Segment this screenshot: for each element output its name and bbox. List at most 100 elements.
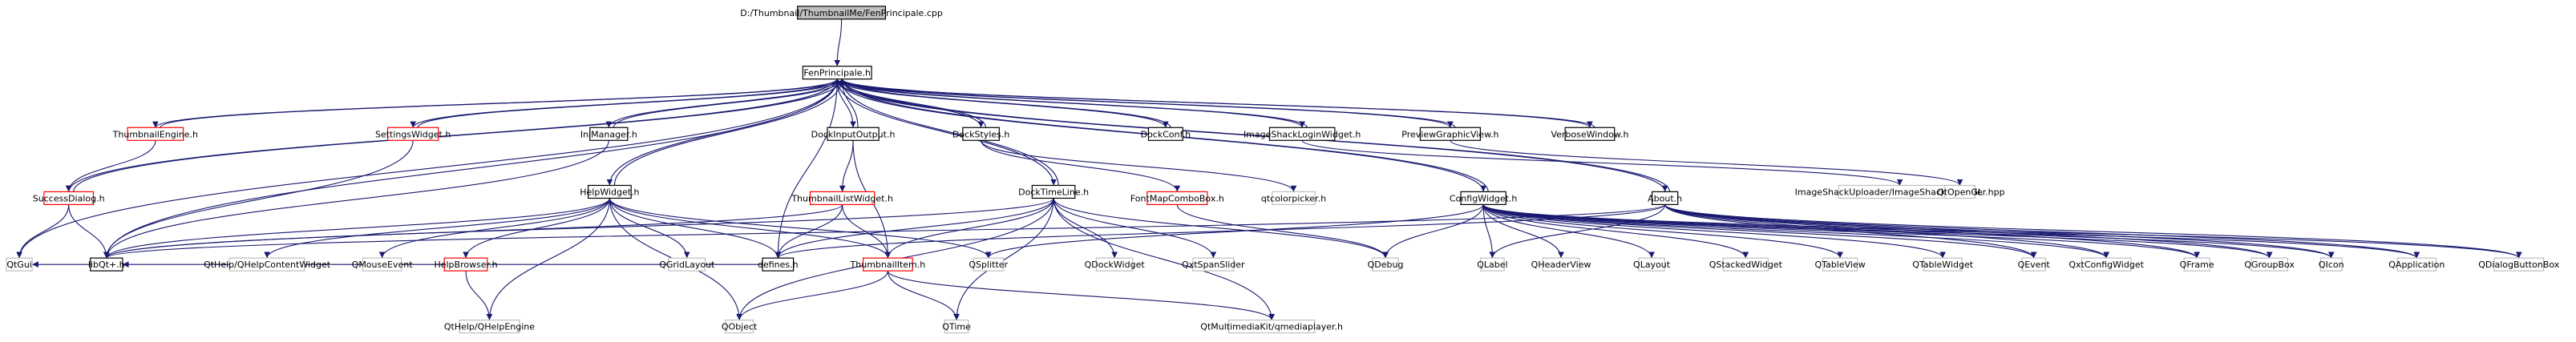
edge-fontmapcombobox-to-qdebug <box>1176 204 1389 259</box>
edge-configwidget-to-qgroupbox <box>1482 203 2273 259</box>
node-box-successdialog <box>43 191 95 205</box>
edge-thumbnailitem-to-qtime <box>887 271 960 320</box>
edge-docktimeline-to-thumbnailitem <box>884 198 1054 259</box>
node-label-qsplitter: QSplitter <box>969 260 1008 270</box>
node-qxtspanslider: QxtSpanSlider <box>1182 257 1245 272</box>
node-box-qstackedwidget <box>1722 257 1769 272</box>
node-qframe: QFrame <box>2180 257 2214 272</box>
edge-configwidget-to-qapplication <box>1482 203 2420 259</box>
edge-dockconf-to-fenprincipale <box>839 78 1171 128</box>
node-qevent: QEvent <box>2018 257 2050 272</box>
edge-successdialog-to-fenprincipale <box>73 78 845 192</box>
node-label-previewgraphic: PreviewGraphicView.h <box>1401 129 1498 139</box>
edge-about-to-qicon <box>1664 203 2335 259</box>
node-box-dockinputoutput <box>827 127 880 141</box>
edge-helpwidget-to-qmouseevent <box>378 198 610 259</box>
node-box-qevent <box>2021 257 2046 272</box>
edge-successdialog-to-qtgui <box>16 204 70 259</box>
node-box-qtopengl <box>1944 184 1975 199</box>
edge-fenprincipale-to-defines <box>774 78 838 259</box>
node-label-qapplication: QApplication <box>2388 260 2445 270</box>
node-label-successdialog: SuccessDialog.h <box>33 193 105 203</box>
node-label-configwidget: ConfigWidget.h <box>1450 193 1518 203</box>
node-dockstyles[interactable]: DockStyles.h <box>952 127 1009 141</box>
node-qdialogbuttonbox: QDialogButtonBox <box>2478 257 2560 272</box>
node-label-qheaderview: QHeaderView <box>1531 260 1591 270</box>
node-helpwidget[interactable]: HelpWidget.h <box>580 184 640 199</box>
node-root[interactable]: D:/Thumbnail/ThumbnailMe/FenPrincipale.c… <box>740 6 943 20</box>
node-label-qmediaplayer: QtMultimediaKit/qmediaplayer.h <box>1200 322 1343 332</box>
node-qthelpengine: QtHelp/QHelpEngine <box>444 320 535 334</box>
edge-helpwidget-to-helpbrowser <box>463 198 610 259</box>
node-qtcolorpicker: qtcolorpicker.h <box>1261 191 1326 205</box>
node-qgroupbox: QGroupBox <box>2244 257 2295 272</box>
node-box-configwidget <box>1460 191 1506 205</box>
edge-inimanager-to-fenprincipale <box>613 78 845 128</box>
node-box-thumbnaillistwidget <box>809 191 876 205</box>
node-qstackedwidget: QStackedWidget <box>1709 257 1783 272</box>
node-libqt[interactable]: libQt+.h <box>88 257 125 272</box>
edge-dockstyles-to-qtcolorpicker <box>981 140 1297 192</box>
node-box-qlayout <box>1638 257 1665 272</box>
node-fontmapcombobox[interactable]: FontMapComboBox.h <box>1130 191 1224 205</box>
node-box-qmouseevent <box>362 257 402 272</box>
node-label-thumbnailitem: ThumbnailItem.h <box>850 260 926 270</box>
edge-helpwidget-to-qthelpcontent <box>264 198 610 259</box>
node-box-qtableview <box>1822 257 1858 272</box>
node-qdockwidget: QDockWidget <box>1085 257 1145 272</box>
node-box-settingswidget <box>386 127 439 141</box>
node-label-qlayout: QLayout <box>1633 260 1671 270</box>
node-qthelpcontent: QtHelp/QHelpContentWidget <box>204 257 331 272</box>
node-thumbnailitem[interactable]: ThumbnailItem.h <box>850 257 926 272</box>
edge-helpwidget-to-defines <box>609 198 782 259</box>
node-fenprincipale[interactable]: FenPrincipale.h <box>802 66 872 80</box>
node-label-qthelpcontent: QtHelp/QHelpContentWidget <box>204 260 331 270</box>
node-thumbnaillistwidget[interactable]: ThumbnailListWidget.h <box>791 191 893 205</box>
edge-successdialog-to-libqt <box>68 204 110 259</box>
node-box-qxtconfigwidget <box>2081 257 2132 272</box>
node-inimanager[interactable]: IniManager.h <box>580 127 637 141</box>
edge-dockinputoutput-to-thumbnaillistwidget <box>839 140 854 192</box>
node-qtime: QTime <box>942 320 971 334</box>
edge-verbosewindow-to-fenprincipale <box>839 78 1595 128</box>
node-qtopengl: QtOpenGL <box>1937 184 1984 199</box>
node-label-qdialogbuttonbox: QDialogButtonBox <box>2478 260 2559 270</box>
node-imageshacklogin[interactable]: ImageShackLoginWidget.h <box>1244 127 1361 141</box>
node-dockconf[interactable]: DockConf.h <box>1141 127 1191 141</box>
node-thumbnailengine[interactable]: ThumbnailEngine.h <box>112 127 198 141</box>
edge-docktimeline-to-qdebug <box>1053 198 1389 259</box>
edge-docktimeline-to-qdockwidget <box>1053 198 1118 259</box>
node-docktimeline[interactable]: DockTimeLine.h <box>1018 184 1089 199</box>
node-defines[interactable]: defines.h <box>758 257 799 272</box>
node-dockinputoutput[interactable]: DockInputOutput.h <box>811 127 896 141</box>
node-qgridlayout: QGridLayout <box>659 257 715 272</box>
node-box-about <box>1652 191 1679 205</box>
node-helpbrowser[interactable]: HelpBrowser.h <box>434 257 498 272</box>
node-box-previewgraphic <box>1419 127 1482 141</box>
node-box-defines <box>762 257 795 272</box>
node-box-qdockwidget <box>1095 257 1134 272</box>
edge-root-to-fenprincipale <box>834 18 843 66</box>
node-previewgraphic[interactable]: PreviewGraphicView.h <box>1401 127 1499 141</box>
edge-about-to-fenprincipale <box>839 78 1671 192</box>
node-box-helpbrowser <box>443 257 488 272</box>
node-label-qtime: QTime <box>942 322 971 332</box>
node-label-inimanager: IniManager.h <box>580 129 637 139</box>
node-settingswidget[interactable]: SettingsWidget.h <box>375 127 451 141</box>
node-box-qdialogbuttonbox <box>2493 257 2545 272</box>
edge-about-to-defines <box>774 203 1666 259</box>
node-successdialog[interactable]: SuccessDialog.h <box>33 191 105 205</box>
node-box-thumbnailitem <box>863 257 913 272</box>
edge-about-to-qgroupbox <box>1664 203 2273 259</box>
edge-about-to-qframe <box>1664 204 2200 259</box>
node-about[interactable]: About.h <box>1648 191 1682 205</box>
node-verbosewindow[interactable]: VerboseWindow.h <box>1551 127 1628 141</box>
edge-configwidget-to-qtableview <box>1482 204 1843 259</box>
node-box-qicon <box>2319 257 2343 272</box>
node-configwidget[interactable]: ConfigWidget.h <box>1450 191 1518 205</box>
edge-configwidget-to-qxtconfigwidget <box>1482 203 2109 259</box>
edge-docktimeline-to-qtime <box>953 198 1054 320</box>
edge-docktimeline-to-libqt <box>103 198 1054 259</box>
edge-previewgraphic-to-qtopengl <box>1450 139 1963 186</box>
node-box-dockstyles <box>962 127 1000 141</box>
